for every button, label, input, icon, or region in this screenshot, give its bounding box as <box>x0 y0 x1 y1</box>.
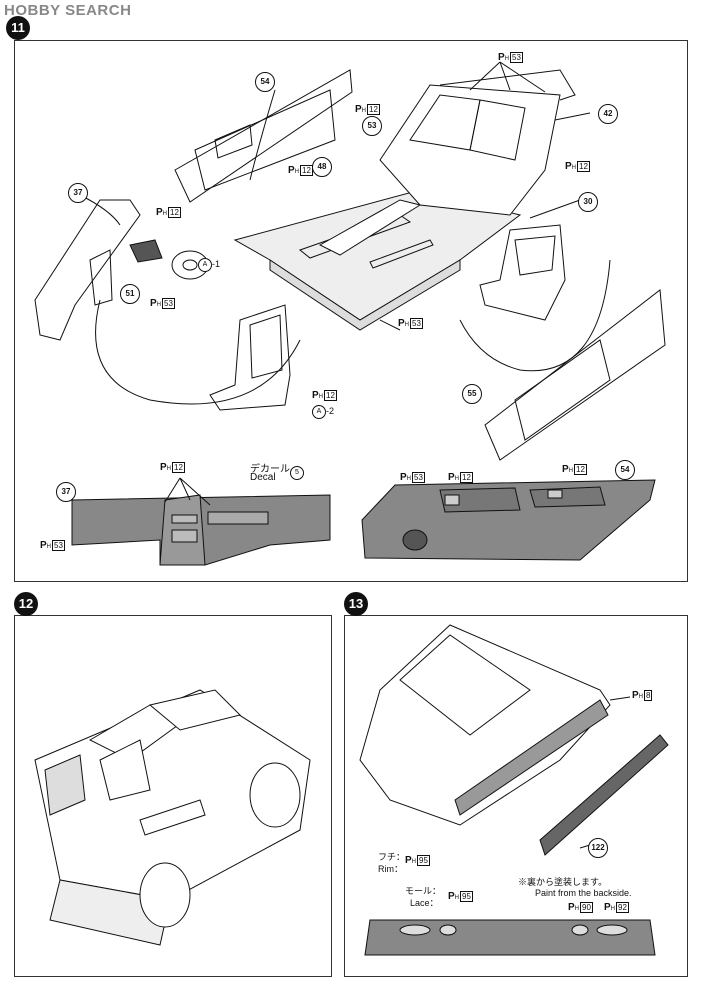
watermark: HOBBY SEARCH <box>4 2 132 19</box>
rim-jp: フチ： <box>378 852 406 862</box>
step-12-badge: 12 <box>14 592 38 616</box>
part-54-callout: 54 <box>255 72 275 92</box>
part-54-door-callout: 54 <box>615 460 635 480</box>
part-42-callout: 42 <box>598 104 618 124</box>
part-37-callout: 37 <box>68 183 88 203</box>
part-55-callout: 55 <box>462 384 482 404</box>
part-51-callout: 51 <box>120 284 140 304</box>
lace-en: Lace： <box>410 898 439 908</box>
step-11-panel <box>14 40 688 582</box>
decal-number: 5 <box>290 466 304 480</box>
step-13-panel <box>344 615 688 977</box>
backside-jp: ※裏から塗装します。 <box>518 877 608 887</box>
rim-en: Rim： <box>378 864 403 874</box>
part-37-dash-callout: 37 <box>56 482 76 502</box>
a2-suffix: -2 <box>326 406 335 416</box>
decal-jp: デカール <box>250 464 290 475</box>
step-12-panel <box>14 615 332 977</box>
step-11-badge: 11 <box>6 16 30 40</box>
part-30-callout: 30 <box>578 192 598 212</box>
a1-suffix: -1 <box>212 259 221 269</box>
part-48-callout: 48 <box>312 157 332 177</box>
part-122-callout: 122 <box>588 838 608 858</box>
backside-en: Paint from the backside. <box>535 888 632 898</box>
step-13-badge: 13 <box>344 592 368 616</box>
part-53-callout: 53 <box>362 116 382 136</box>
lace-jp: モール： <box>405 886 442 896</box>
a-marker: A <box>198 258 212 272</box>
decal-en: Decal <box>250 472 276 483</box>
a-marker: A <box>312 405 326 419</box>
